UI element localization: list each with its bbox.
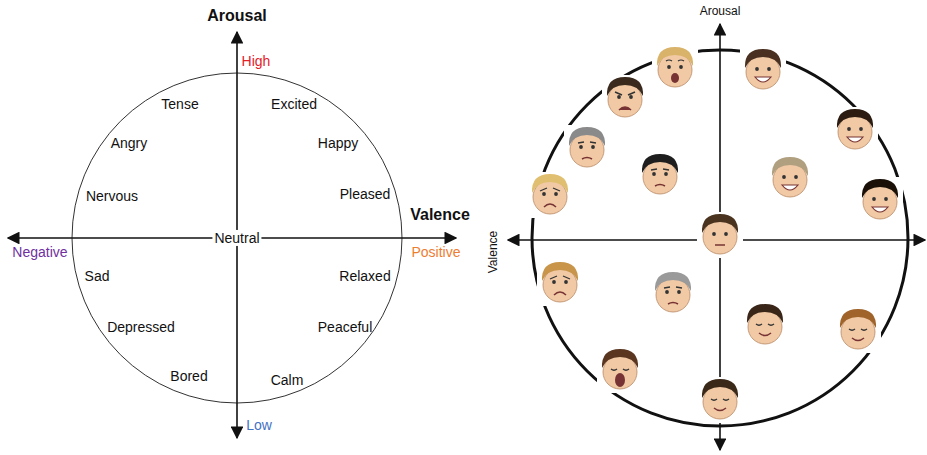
axis-title: Valence (410, 206, 470, 224)
emotion-word: Relaxed (339, 268, 390, 284)
axis-title: Arousal (700, 5, 741, 19)
emotion-word: Angry (111, 135, 148, 151)
scale-end: High (242, 53, 271, 69)
emotion-word: Bored (170, 368, 207, 384)
scale-end: Negative (12, 244, 67, 260)
axis-title: Arousal (207, 7, 267, 25)
emotion-word: Calm (271, 372, 304, 388)
scale-end: Low (246, 417, 272, 433)
emotion-word: Excited (271, 96, 317, 112)
face-pictures (527, 45, 903, 423)
emotion-word: Tense (161, 96, 198, 112)
axis-title: Valence (487, 231, 501, 273)
origin-label: Neutral (212, 230, 261, 246)
emotion-word: Peaceful (318, 319, 372, 335)
scale-end: Positive (411, 244, 460, 260)
emotion-word: Pleased (340, 186, 391, 202)
emotion-word: Happy (318, 135, 358, 151)
emotion-word: Nervous (86, 188, 138, 204)
emotion-word: Depressed (107, 319, 175, 335)
emotion-word: Sad (85, 268, 110, 284)
